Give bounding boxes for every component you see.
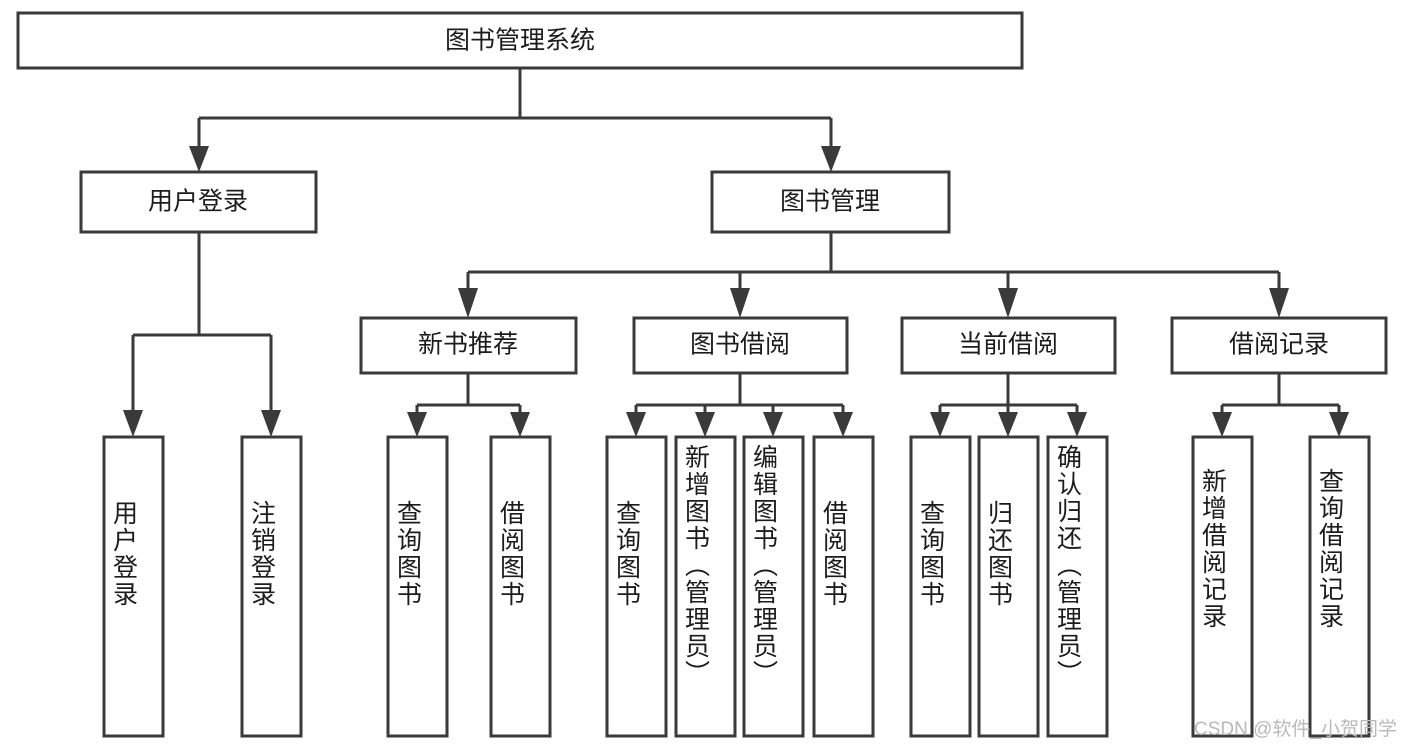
node-leaf-borrow-book-rec[interactable]	[489, 435, 552, 738]
arrow-head-new-book-rec	[458, 288, 478, 318]
arrow-head-leaf-borrow-book	[833, 412, 853, 437]
arrow-head-leaf-query-record	[1329, 412, 1349, 437]
node-leaf-return-book[interactable]	[977, 435, 1040, 738]
watermark-label: CSDN @软件_小贺同学	[1194, 719, 1397, 740]
node-borrow-record-label: 借阅记录	[1229, 331, 1329, 359]
arrow-head-leaf-edit-book	[763, 412, 783, 437]
node-book-manage-label: 图书管理	[780, 188, 880, 216]
arrow-head-leaf-return-book	[998, 412, 1018, 437]
node-book-manage[interactable]	[710, 170, 951, 234]
arrow-head-book-manage	[821, 146, 841, 172]
node-leaf-add-record[interactable]	[1191, 435, 1254, 738]
arrow-head-leaf-query-book-rec	[407, 412, 427, 437]
node-leaf-query-book-borrow[interactable]	[605, 435, 668, 738]
node-leaf-user-login[interactable]	[102, 435, 165, 738]
arrow-head-user-login	[189, 146, 209, 172]
node-leaf-borrow-book[interactable]	[812, 435, 875, 738]
node-root[interactable]	[16, 11, 1024, 70]
arrow-head-leaf-query-book-borrow	[626, 412, 646, 437]
arrow-head-leaf-add-book	[695, 412, 715, 437]
node-leaf-query-book-current[interactable]	[909, 435, 972, 738]
arrow-head-current-borrow	[998, 288, 1018, 318]
node-book-borrow-label: 图书借阅	[690, 331, 790, 359]
node-root-label: 图书管理系统	[445, 27, 595, 55]
node-book-borrow[interactable]	[632, 316, 849, 375]
node-leaf-edit-book[interactable]	[742, 435, 805, 738]
node-leaf-confirm-return[interactable]	[1046, 435, 1109, 738]
node-current-borrow[interactable]	[900, 316, 1117, 375]
node-user-login-label: 用户登录	[148, 188, 248, 216]
arrow-head-leaf-logout	[261, 410, 281, 437]
node-layer: 图书管理系统 用户登录 图书管理 新书推荐 图书借阅 当前借阅 借阅记录	[16, 11, 1388, 738]
node-leaf-query-record[interactable]	[1308, 435, 1371, 738]
arrow-head-borrow-record	[1269, 288, 1289, 318]
node-leaf-query-book-rec[interactable]	[386, 435, 449, 738]
arrow-head-book-borrow	[730, 288, 750, 318]
arrow-head-leaf-confirm-return	[1067, 412, 1087, 437]
arrow-head-leaf-query-book-current	[930, 412, 950, 437]
arrow-head-leaf-user-login	[123, 410, 143, 437]
connector-layer	[123, 68, 1349, 437]
node-user-login[interactable]	[79, 170, 318, 234]
node-current-borrow-label: 当前借阅	[958, 331, 1058, 359]
node-leaf-add-book[interactable]	[674, 435, 737, 738]
node-new-book-rec-label: 新书推荐	[418, 331, 518, 359]
node-leaf-logout[interactable]	[240, 435, 303, 738]
arrow-head-leaf-add-record	[1212, 412, 1232, 437]
arrow-head-leaf-borrow-book-rec	[510, 412, 530, 437]
node-new-book-rec[interactable]	[359, 316, 578, 375]
node-borrow-record[interactable]	[1170, 316, 1388, 375]
